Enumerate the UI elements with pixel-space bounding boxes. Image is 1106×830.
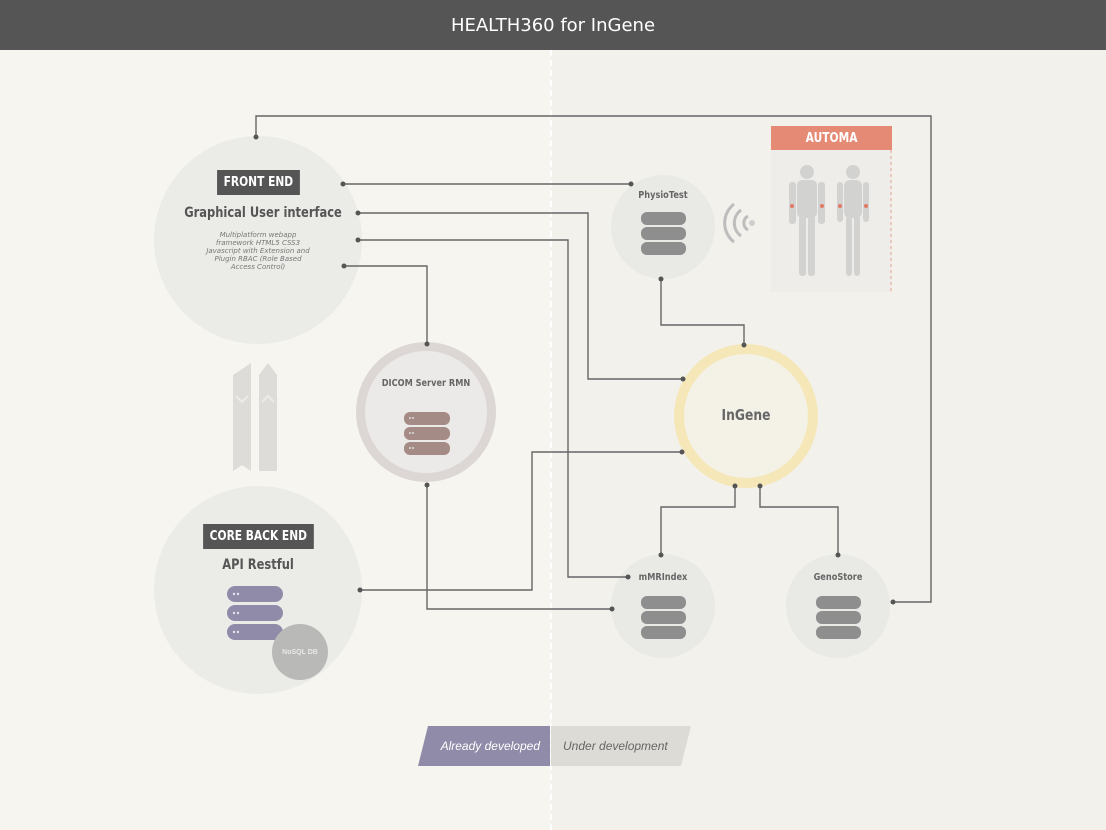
dicom-label-group: DICOM Server RMN [366,378,486,389]
title-bar: HEALTH360 for InGene [0,0,1106,50]
core-back-end-tag: CORE BACK END [202,524,314,549]
line-backend-ingene [360,451,682,591]
mmrindex-title: mMRIndex [638,572,688,583]
female-figure-icon [837,165,869,276]
sync-arrows [233,363,277,471]
male-figure-icon [789,165,825,276]
line-frontend-mmrindex [358,239,628,578]
wireless-icon [723,202,749,244]
sensor-markers [790,204,868,208]
legend-under-development: Under development [551,726,691,766]
connector-lines [255,115,932,610]
line-physiotest-ingene [660,279,745,345]
core-back-end-label-group: CORE BACK END API Restful [178,524,338,573]
automa-header: AUTOMA [771,126,892,150]
dicom-database-icon [404,412,450,455]
development-divider [550,50,552,830]
line-frontend-dicom [344,265,428,344]
nosql-db-badge: NoSQL DB [272,624,328,680]
mmrindex-database-icon [641,596,686,639]
line-frontend-genostore [255,115,932,603]
connector-dots [253,134,896,612]
api-restful-title: API Restful [222,557,294,573]
line-ingene-mmrindex [660,486,736,555]
ingene-label-group: InGene [696,406,796,424]
line-ingene-genostore [759,486,839,555]
front-end-description: Multiplatform webapp framework HTML5 CSS… [206,231,310,271]
arrow-up [259,363,277,471]
physiotest-label-group: PhysioTest [613,190,713,201]
line-frontend-ingene [358,212,683,380]
line-dicom-mmrindex [426,485,612,610]
legend-already-developed: Already developed [418,726,550,766]
genostore-label-group: GenoStore [788,572,888,583]
physiotest-database-icon [641,212,686,255]
legend-developed-label: Already developed [440,739,540,753]
backend-database-icon [227,586,283,640]
front-end-node[interactable] [154,136,362,344]
front-end-label-group: FRONT END Graphical User interface Multi… [168,170,348,271]
genostore-database-icon [816,596,861,639]
page-title: HEALTH360 for InGene [450,14,656,36]
front-end-tag: FRONT END [216,170,300,195]
ingene-node[interactable] [684,354,808,478]
wireless-dot [749,220,755,226]
dicom-title: DICOM Server RMN [381,378,471,389]
front-end-title: Graphical User interface [184,205,342,221]
ingene-title: InGene [721,406,771,424]
automa-label: AUTOMA [805,130,858,146]
arrow-down [233,363,251,471]
mmrindex-label-group: mMRIndex [613,572,713,583]
legend-under-development-label: Under development [563,739,668,753]
genostore-title: GenoStore [813,572,863,583]
physiotest-title: PhysioTest [638,190,688,201]
